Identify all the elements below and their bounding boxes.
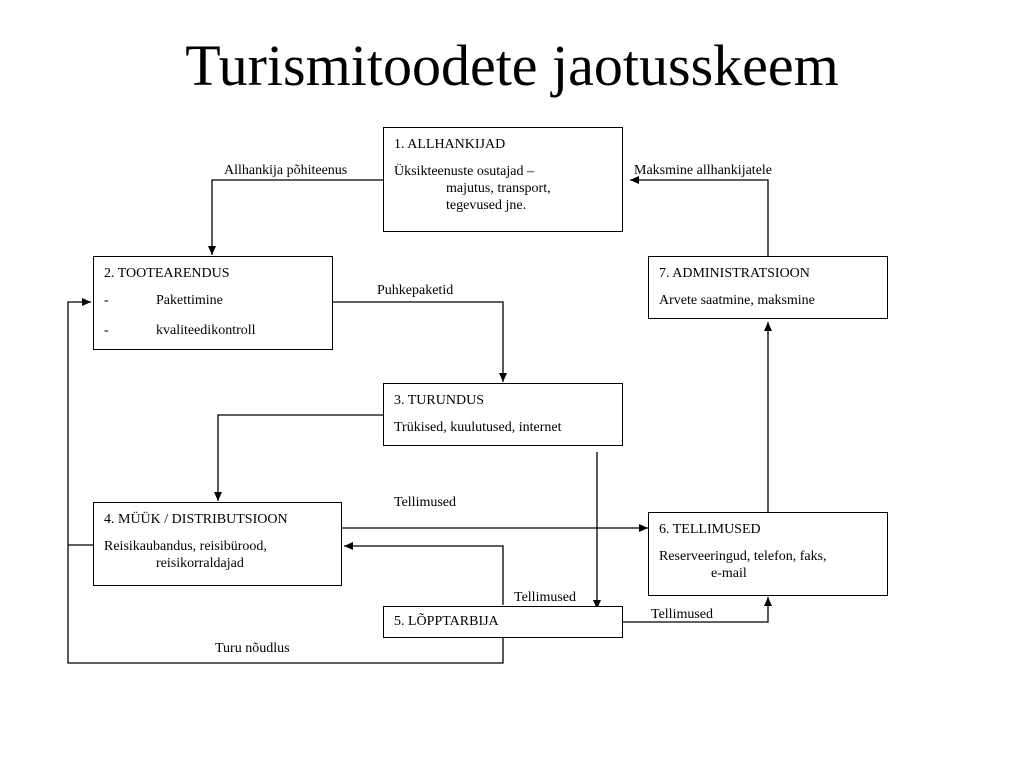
box-tootearendus-item2: kvaliteedikontroll xyxy=(156,323,256,338)
label-puhkepaketid: Puhkepaketid xyxy=(377,283,454,298)
box-allhankijad-line1: Üksikteenuste osutajad – xyxy=(394,164,534,179)
box-allhankijad-line3: tegevused jne. xyxy=(446,198,527,213)
box-turundus: 3. TURUNDUS Trükised, kuulutused, intern… xyxy=(383,383,623,446)
label-tellimused-turundus: Tellimused xyxy=(514,590,577,605)
arrow-allhankijad-to-tootearendus xyxy=(208,179,384,255)
box-turundus-line1: Trükised, kuulutused, internet xyxy=(394,420,562,435)
box-muuk-title: 4. MÜÜK / DISTRIBUTSIOON xyxy=(104,512,288,527)
box-administratsioon-line1: Arvete saatmine, maksmine xyxy=(659,293,815,308)
arrow-tootearendus-to-turundus xyxy=(332,301,507,382)
arrow-turundus-to-muuk xyxy=(214,414,384,501)
box-tootearendus: 2. TOOTEARENDUS - Pakettimine - kvalitee… xyxy=(93,256,333,350)
box-muuk-line2: reisikorraldajad xyxy=(156,556,244,571)
label-turu-noudlus: Turu nõudlus xyxy=(215,641,290,656)
arrow-lopptarbija-to-tellimused xyxy=(622,597,772,623)
arrow-lopptarbija-to-tootearendus xyxy=(67,298,504,664)
box-tootearendus-item1: Pakettimine xyxy=(156,293,223,308)
box-tootearendus-item: - Pakettimine xyxy=(104,292,322,309)
arrow-lopptarbija-to-muuk xyxy=(344,542,504,605)
arrow-administratsioon-to-allhankijad xyxy=(630,176,769,256)
box-turundus-title: 3. TURUNDUS xyxy=(394,393,484,408)
box-administratsioon-title: 7. ADMINISTRATSIOON xyxy=(659,266,810,281)
label-allhankija-pohiteenus: Allhankija põhiteenus xyxy=(224,163,348,178)
box-allhankijad: 1. ALLHANKIJAD Üksikteenuste osutajad – … xyxy=(383,127,623,232)
box-administratsioon: 7. ADMINISTRATSIOON Arvete saatmine, mak… xyxy=(648,256,888,319)
box-tellimused-title: 6. TELLIMUSED xyxy=(659,522,761,537)
box-tellimused-line1: Reserveeringud, telefon, faks, xyxy=(659,549,827,564)
label-tellimused-muuk: Tellimused xyxy=(394,495,457,510)
box-tootearendus-item: - kvaliteedikontroll xyxy=(104,322,322,339)
label-tellimused-lopptarbija: Tellimused xyxy=(651,607,714,622)
page-title: Turismitoodete jaotusskeem xyxy=(185,33,839,98)
bullet-dash: - xyxy=(104,323,109,338)
box-tellimused: 6. TELLIMUSED Reserveeringud, telefon, f… xyxy=(648,512,888,596)
box-allhankijad-title: 1. ALLHANKIJAD xyxy=(394,137,506,152)
box-allhankijad-line2: majutus, transport, xyxy=(446,181,551,196)
box-lopptarbija: 5. LÕPPTARBIJA xyxy=(383,606,623,638)
label-maksmine-allhankijatele: Maksmine allhankijatele xyxy=(634,163,773,178)
box-tellimused-line2: e-mail xyxy=(711,566,747,581)
box-lopptarbija-title: 5. LÕPPTARBIJA xyxy=(394,614,499,629)
box-tootearendus-title: 2. TOOTEARENDUS xyxy=(104,266,230,281)
bullet-dash: - xyxy=(104,293,109,308)
box-muuk-line1: Reisikaubandus, reisibürood, xyxy=(104,539,267,554)
box-muuk: 4. MÜÜK / DISTRIBUTSIOON Reisikaubandus,… xyxy=(93,502,342,586)
